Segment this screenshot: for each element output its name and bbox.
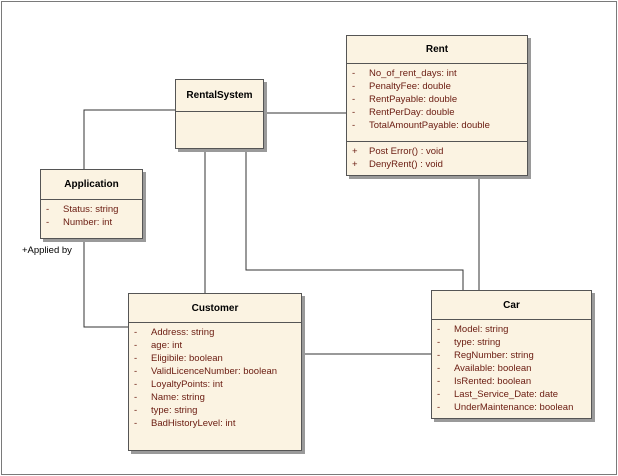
attribute-list: -Model: string -type: string -RegNumber:… <box>432 320 591 416</box>
attribute-row: -No_of_rent_days: int <box>352 68 457 79</box>
attribute-row: -type: string <box>437 337 501 348</box>
attribute-list: -No_of_rent_days: int -PenaltyFee: doubl… <box>347 64 527 141</box>
operation-list: +Post Error() : void +DenyRent() : void <box>347 141 527 173</box>
operation-row: +Post Error() : void <box>352 146 444 157</box>
class-car[interactable]: Car -Model: string -type: string -RegNum… <box>431 290 592 419</box>
attribute-row: -Number: int <box>46 217 113 228</box>
attribute-row: -type: string <box>134 405 198 416</box>
class-customer[interactable]: Customer -Address: string -age: int -Eli… <box>128 293 302 451</box>
attribute-row: -ValidLicenceNumber: boolean <box>134 366 278 377</box>
attribute-row: -RentPerDay: double <box>352 107 455 118</box>
attribute-row: -BadHistoryLevel: int <box>134 418 236 429</box>
assoc-rentalsystem-application[interactable] <box>83 109 176 170</box>
attribute-row: -TotalAmountPayable: double <box>352 120 490 131</box>
class-application[interactable]: Application -Status: string -Number: int <box>40 169 143 239</box>
attribute-row: -PenaltyFee: double <box>352 81 451 92</box>
attribute-row: -age: int <box>134 340 183 351</box>
attribute-row: -Name: string <box>134 392 205 403</box>
class-name: Application <box>41 170 142 200</box>
assoc-rentalsystem-car[interactable] <box>245 149 464 290</box>
attribute-row: -UnderMaintenance: boolean <box>437 402 574 413</box>
attribute-row: -IsRented: boolean <box>437 376 532 387</box>
class-name: RentalSystem <box>176 80 263 112</box>
attribute-list: -Address: string -age: int -Eligibile: b… <box>129 323 301 432</box>
assoc-application-customer[interactable] <box>83 239 128 328</box>
class-rentalsystem[interactable]: RentalSystem <box>175 79 264 149</box>
attribute-row: -Available: boolean <box>437 363 532 374</box>
attribute-row: -Last_Service_Date: date <box>437 389 559 400</box>
association-role-label: +Applied by <box>22 245 72 256</box>
class-name: Customer <box>129 294 301 323</box>
attribute-list: -Status: string -Number: int <box>41 200 142 231</box>
operation-row: +DenyRent() : void <box>352 159 443 170</box>
class-name: Rent <box>347 36 527 64</box>
attribute-row: -RentPayable: double <box>352 94 458 105</box>
class-name: Car <box>432 291 591 320</box>
attribute-row: -Address: string <box>134 327 215 338</box>
attribute-row: -Eligibile: boolean <box>134 353 223 364</box>
attribute-row: -Status: string <box>46 204 119 215</box>
attribute-row: -LoyaltyPoints: int <box>134 379 223 390</box>
attribute-row: -RegNumber: string <box>437 350 534 361</box>
attribute-row: -Model: string <box>437 324 509 335</box>
class-rent[interactable]: Rent -No_of_rent_days: int -PenaltyFee: … <box>346 35 528 176</box>
